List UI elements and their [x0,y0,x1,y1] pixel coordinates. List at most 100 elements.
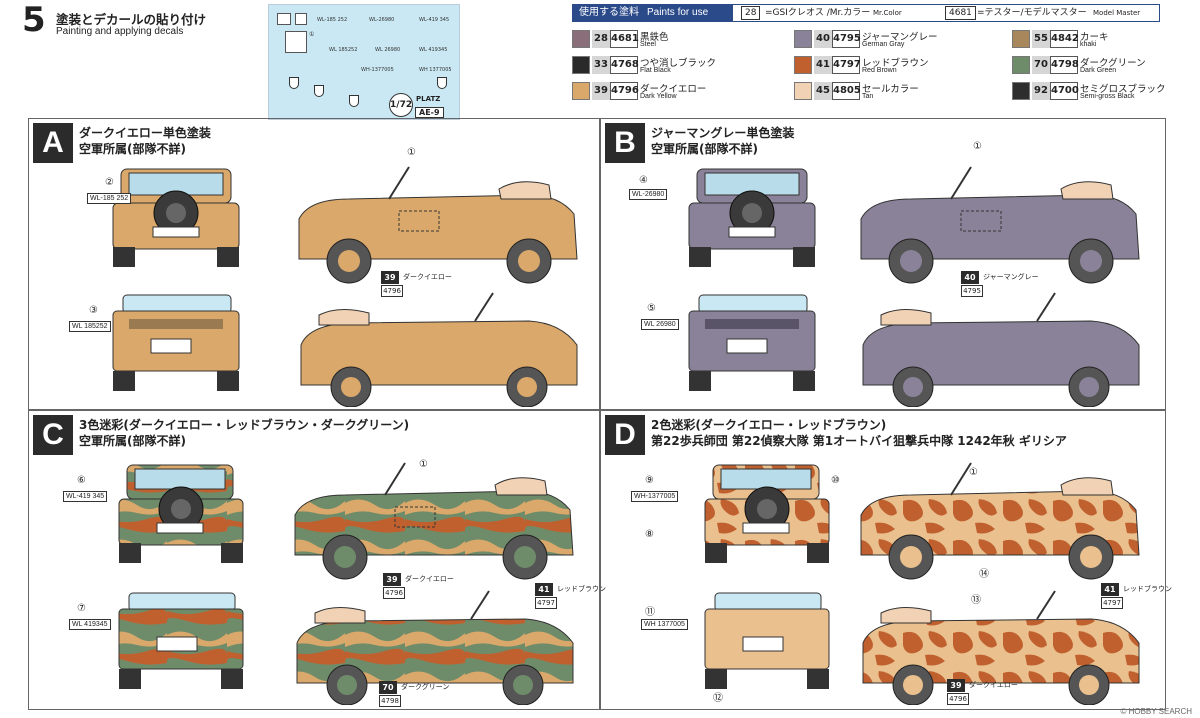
paint-name-jp: 黒鉄色 [640,32,669,43]
paint-swatch [1012,82,1030,100]
vehicle-side-right-icon [860,166,1140,284]
panel-title-line1: ジャーマングレー単色塗装 [651,126,795,140]
vehicle-side-right-icon [294,462,574,580]
vehicle-front-view-icon [704,592,830,689]
paint-swatch [572,56,590,74]
paint-gsi-code: 28 [592,30,610,48]
decal-number: ⑨ [645,475,654,486]
decal-shield-icon [289,77,299,89]
plate-label: WL-185 252 [87,193,132,204]
decal-number: ⑬ [971,595,981,606]
scale-badge: 1/72 [389,93,413,117]
vehicle-rear-view-icon [688,168,816,267]
callout-mm: 4797 [1101,597,1123,609]
paint-gsi-code: 33 [592,56,610,74]
vehicle-front-view-icon [118,592,244,689]
panel-title-line2: 空軍所属(部隊不詳) [651,142,758,156]
paint-name-en: Dark Yellow [640,93,677,100]
panel-title: ジャーマングレー単色塗装 空軍所属(部隊不詳) [651,125,794,157]
callout-name: ダークグリーン [401,683,450,691]
paint-name-jp: ジャーマングレー [862,32,938,43]
panel-letter: D [605,415,645,455]
step-title-en: Painting and applying decals [56,26,184,37]
decal-number: ① [973,141,982,152]
decal-number: ⑥ [77,475,86,486]
callout-mm: 4796 [383,587,405,599]
paint-swatch [794,82,812,100]
decal-text: WL-26980 [369,17,395,23]
paint-name-jp: ダークグリーン [1080,58,1146,69]
paint-swatch [572,82,590,100]
paint-name-jp: ダークイエロー [640,84,707,95]
vehicle-side-left-icon [296,590,574,705]
panel-title-line1: 2色迷彩(ダークイエロー・レッドブラウン) [651,418,887,432]
callout-name: ジャーマングレー [983,273,1039,281]
paint-mm-code: 4805 [832,82,861,100]
panel-title-line2: 第22歩兵師団 第22偵察大隊 第1オートバイ狙撃兵中隊 1242年秋 ギリシア [651,434,1067,448]
decal-number: ⑭ [979,569,989,580]
callout-name: レッドブラウン [1123,585,1172,593]
decal-shield-icon [314,85,324,97]
decal-number: ③ [89,305,98,316]
paint-name-en: Steel [640,41,656,48]
plate-label: WL-419 345 [63,491,108,502]
paint-gsi-code: 55 [1032,30,1050,48]
paint-mm-code: 4681 [610,30,639,48]
panel-title-line1: 3色迷彩(ダークイエロー・レッドブラウン・ダークグリーン) [79,418,410,432]
paint-gsi-code: 45 [814,82,832,100]
panel-title: 3色迷彩(ダークイエロー・レッドブラウン・ダークグリーン) 空軍所属(部隊不詳) [79,417,409,449]
paint-name-jp: セールカラー [862,84,919,95]
plate-label: WH-1377005 [631,491,679,502]
decal-number: ⑪ [645,607,655,618]
callout-name: ダークイエロー [969,681,1018,689]
panel-d: D 2色迷彩(ダークイエロー・レッドブラウン) 第22歩兵師団 第22偵察大隊 … [600,410,1172,710]
paint-mm-code: 4796 [610,82,639,100]
panel-title-line1: ダークイエロー単色塗装 [79,126,211,140]
paint-swatch [572,30,590,48]
decal-text: WL-419 345 [419,17,450,23]
panel-letter: C [33,415,73,455]
mm-sub: Model Master [1093,9,1141,17]
paint-gsi-code: 70 [1032,56,1050,74]
decal-number: ④ [639,175,648,186]
decal-number: ① [407,147,416,158]
vehicle-side-left-icon [862,292,1140,407]
decal-shield-icon [349,95,359,107]
paints-heading-jp: 使用する塗料 [579,7,639,18]
panel-letter: B [605,123,645,163]
callout-name: ダークイエロー [405,575,454,583]
vehicle-front-view-icon [112,294,240,391]
decal-number: ⑦ [77,603,86,614]
decal-number: ② [105,177,114,188]
paint-name-en: Tan [862,93,874,100]
paint-gsi-code: 39 [592,82,610,100]
step-header: 5 塗装とデカールの貼り付け Painting and applying dec… [22,0,262,44]
callout-gsi: 39 [947,679,965,692]
gsi-code-example: 28 [741,6,761,20]
scale-bottom: 72 [399,100,413,110]
callout-mm: 4795 [961,285,983,297]
paint-swatch [1012,30,1030,48]
panel-a: A ダークイエロー単色塗装 空軍所属(部隊不詳) [28,118,600,410]
paint-name-jp: つや消しブラック [640,58,717,69]
callout-gsi: 40 [961,271,979,284]
callout-gsi: 39 [381,271,399,284]
paint-name-jp: カーキ [1080,32,1109,43]
mm-code-example: 4681 [945,6,976,20]
paint-mm-code: 4797 [832,56,861,74]
paint-gsi-code: 41 [814,56,832,74]
decal-number: ⑤ [647,303,656,314]
panel-c: C 3色迷彩(ダークイエロー・レッドブラウン・ダークグリーン) 空軍所属(部隊不… [28,410,606,710]
paint-mm-code: 4700 [1050,82,1079,100]
brand-label: PLATZ [416,95,441,103]
decal-number: ⑧ [645,529,654,540]
decal-number: ① [309,31,315,38]
decal-text: WH-1377005 [361,67,394,73]
